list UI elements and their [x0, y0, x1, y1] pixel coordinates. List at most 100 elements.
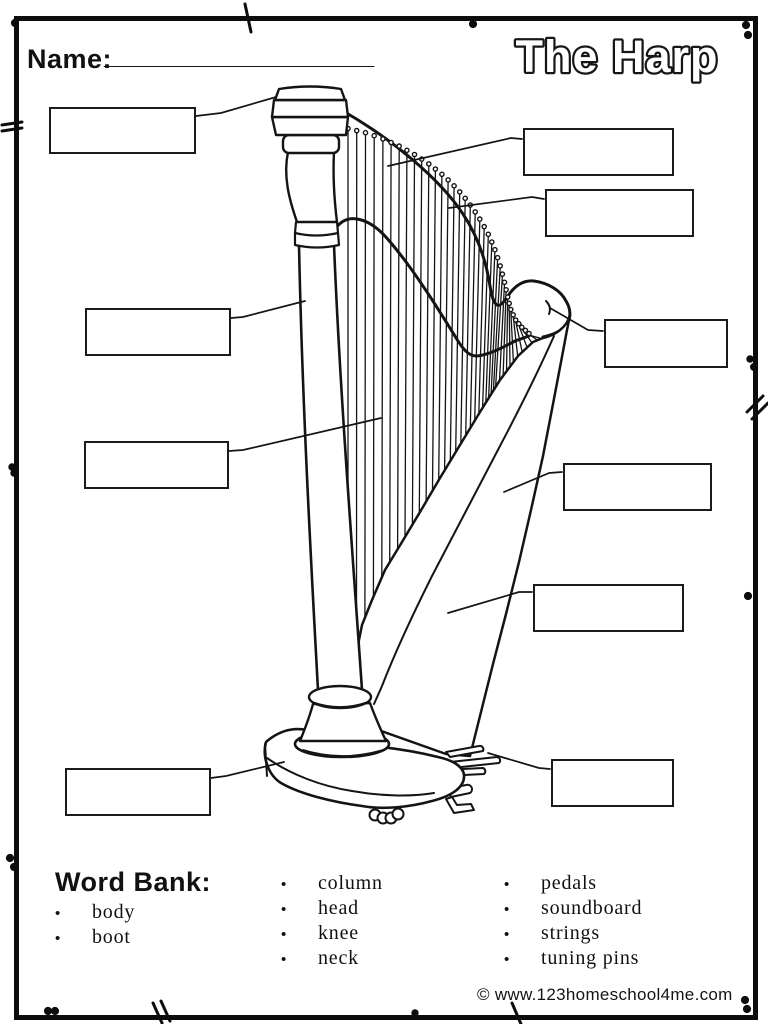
border-dot [740, 995, 750, 1005]
harp-string [460, 199, 466, 445]
border-tick [159, 999, 172, 1023]
leader-bottom-left [210, 761, 285, 779]
harp-string [443, 180, 449, 472]
base-molding-line [266, 757, 435, 797]
word-bank-item: •head [281, 897, 383, 922]
bullet-icon: • [504, 876, 510, 893]
word-bank-item: • body [55, 901, 135, 926]
tuning-pin-icon [485, 231, 492, 238]
harp-string [510, 310, 515, 363]
name-label: Name: [27, 44, 113, 74]
answer-box-8[interactable] [563, 463, 712, 511]
answer-box-7[interactable] [604, 319, 728, 368]
bullet-icon: • [504, 951, 510, 968]
leader-right-5 [447, 591, 533, 614]
word-bank-word: head [318, 897, 359, 919]
word-bank-item: • strings [504, 922, 642, 947]
neck-harmonic-curve [329, 217, 531, 358]
name-blank-line[interactable]: ____________________ [104, 40, 374, 70]
leader-top-right-1 [387, 137, 523, 167]
tuning-pin-icon [439, 171, 445, 178]
tuning-pin-icon [476, 216, 483, 222]
tuning-pin-icon [380, 136, 386, 142]
word-bank-column-1: • body • boot [55, 901, 135, 951]
word-bank-word: knee [318, 922, 359, 944]
leader-mid-left [230, 300, 306, 319]
word-bank-word: strings [541, 922, 600, 944]
harp-string [487, 250, 496, 399]
tuning-pins [345, 125, 532, 337]
harp-string [524, 331, 539, 341]
tuning-pin-icon [512, 317, 519, 323]
word-bank-item: •soundboard [504, 897, 642, 922]
border-tick [0, 120, 24, 127]
tuning-pin-icon [510, 311, 517, 318]
tuning-pin-icon [388, 139, 394, 146]
base-left-edge [264, 743, 268, 777]
bullet-icon: • [281, 951, 287, 968]
tuning-pin-icon [404, 147, 410, 154]
harp-string [502, 290, 507, 377]
harp-string [449, 186, 455, 462]
answer-box-5[interactable] [523, 128, 674, 176]
copyright-text: © www.123homeschool4me.com [477, 985, 733, 1004]
word-bank-word: boot [92, 926, 131, 948]
harp-claw-foot [368, 791, 405, 825]
tuning-pin-icon [488, 239, 495, 245]
harp-string [474, 219, 481, 422]
harp-head-crown [270, 85, 350, 155]
answer-box-9[interactable] [533, 584, 684, 632]
leader-right-4 [503, 471, 563, 493]
tuning-pin-icon [462, 195, 469, 202]
word-bank-item: • pedals [504, 872, 642, 897]
harp-string [478, 227, 485, 415]
tuning-pin-icon [499, 271, 506, 277]
harp-string [381, 139, 384, 579]
harp-string [425, 164, 430, 503]
word-bank-word: pedals [541, 872, 597, 894]
border-dot [746, 355, 754, 363]
border-dot [743, 30, 753, 40]
word-bank-word: body [92, 901, 136, 923]
leader-bottom-right [487, 752, 551, 770]
harp-string [498, 283, 506, 382]
harp-string [418, 159, 423, 514]
harp-string [485, 242, 493, 404]
border-tick [151, 1001, 164, 1024]
tuning-pin-icon [345, 125, 351, 132]
tuning-pin-icon [472, 209, 479, 215]
leader-lower-left [228, 417, 382, 452]
tuning-pin-icon [456, 189, 463, 195]
answer-box-1[interactable] [49, 107, 196, 154]
harp-string [396, 146, 400, 550]
harp-string [389, 143, 392, 563]
tuning-pin-icon [425, 161, 432, 167]
tuning-pin-icon [432, 166, 439, 172]
harp-string [518, 324, 528, 349]
answer-box-6[interactable] [545, 189, 694, 237]
answer-box-3[interactable] [84, 441, 229, 489]
soundboard-body-outline [346, 313, 572, 758]
answer-box-2[interactable] [85, 308, 231, 356]
bullet-icon: • [504, 926, 510, 943]
border-tick [510, 1001, 523, 1024]
leader-top-right-2 [448, 196, 545, 209]
answer-box-4[interactable] [65, 768, 211, 816]
tuning-pin-icon [396, 143, 403, 149]
harp-strings [347, 129, 544, 701]
answer-box-10[interactable] [551, 759, 674, 807]
tuning-pin-icon [501, 279, 508, 286]
word-bank-word: neck [318, 947, 359, 969]
harp-string [404, 151, 408, 538]
tuning-pin-icon [362, 129, 369, 136]
bullet-icon: • [55, 905, 61, 922]
harp-string [372, 136, 375, 598]
tuning-pin-icon [519, 324, 525, 331]
word-bank-item: •tuning pins [504, 947, 642, 972]
tuning-pin-icon [504, 294, 511, 300]
knee-curl [545, 300, 551, 315]
tuning-pin-icon [371, 132, 378, 139]
border-tick [745, 394, 765, 414]
word-bank-heading: Word Bank: [55, 867, 212, 897]
border-tick [0, 126, 24, 133]
